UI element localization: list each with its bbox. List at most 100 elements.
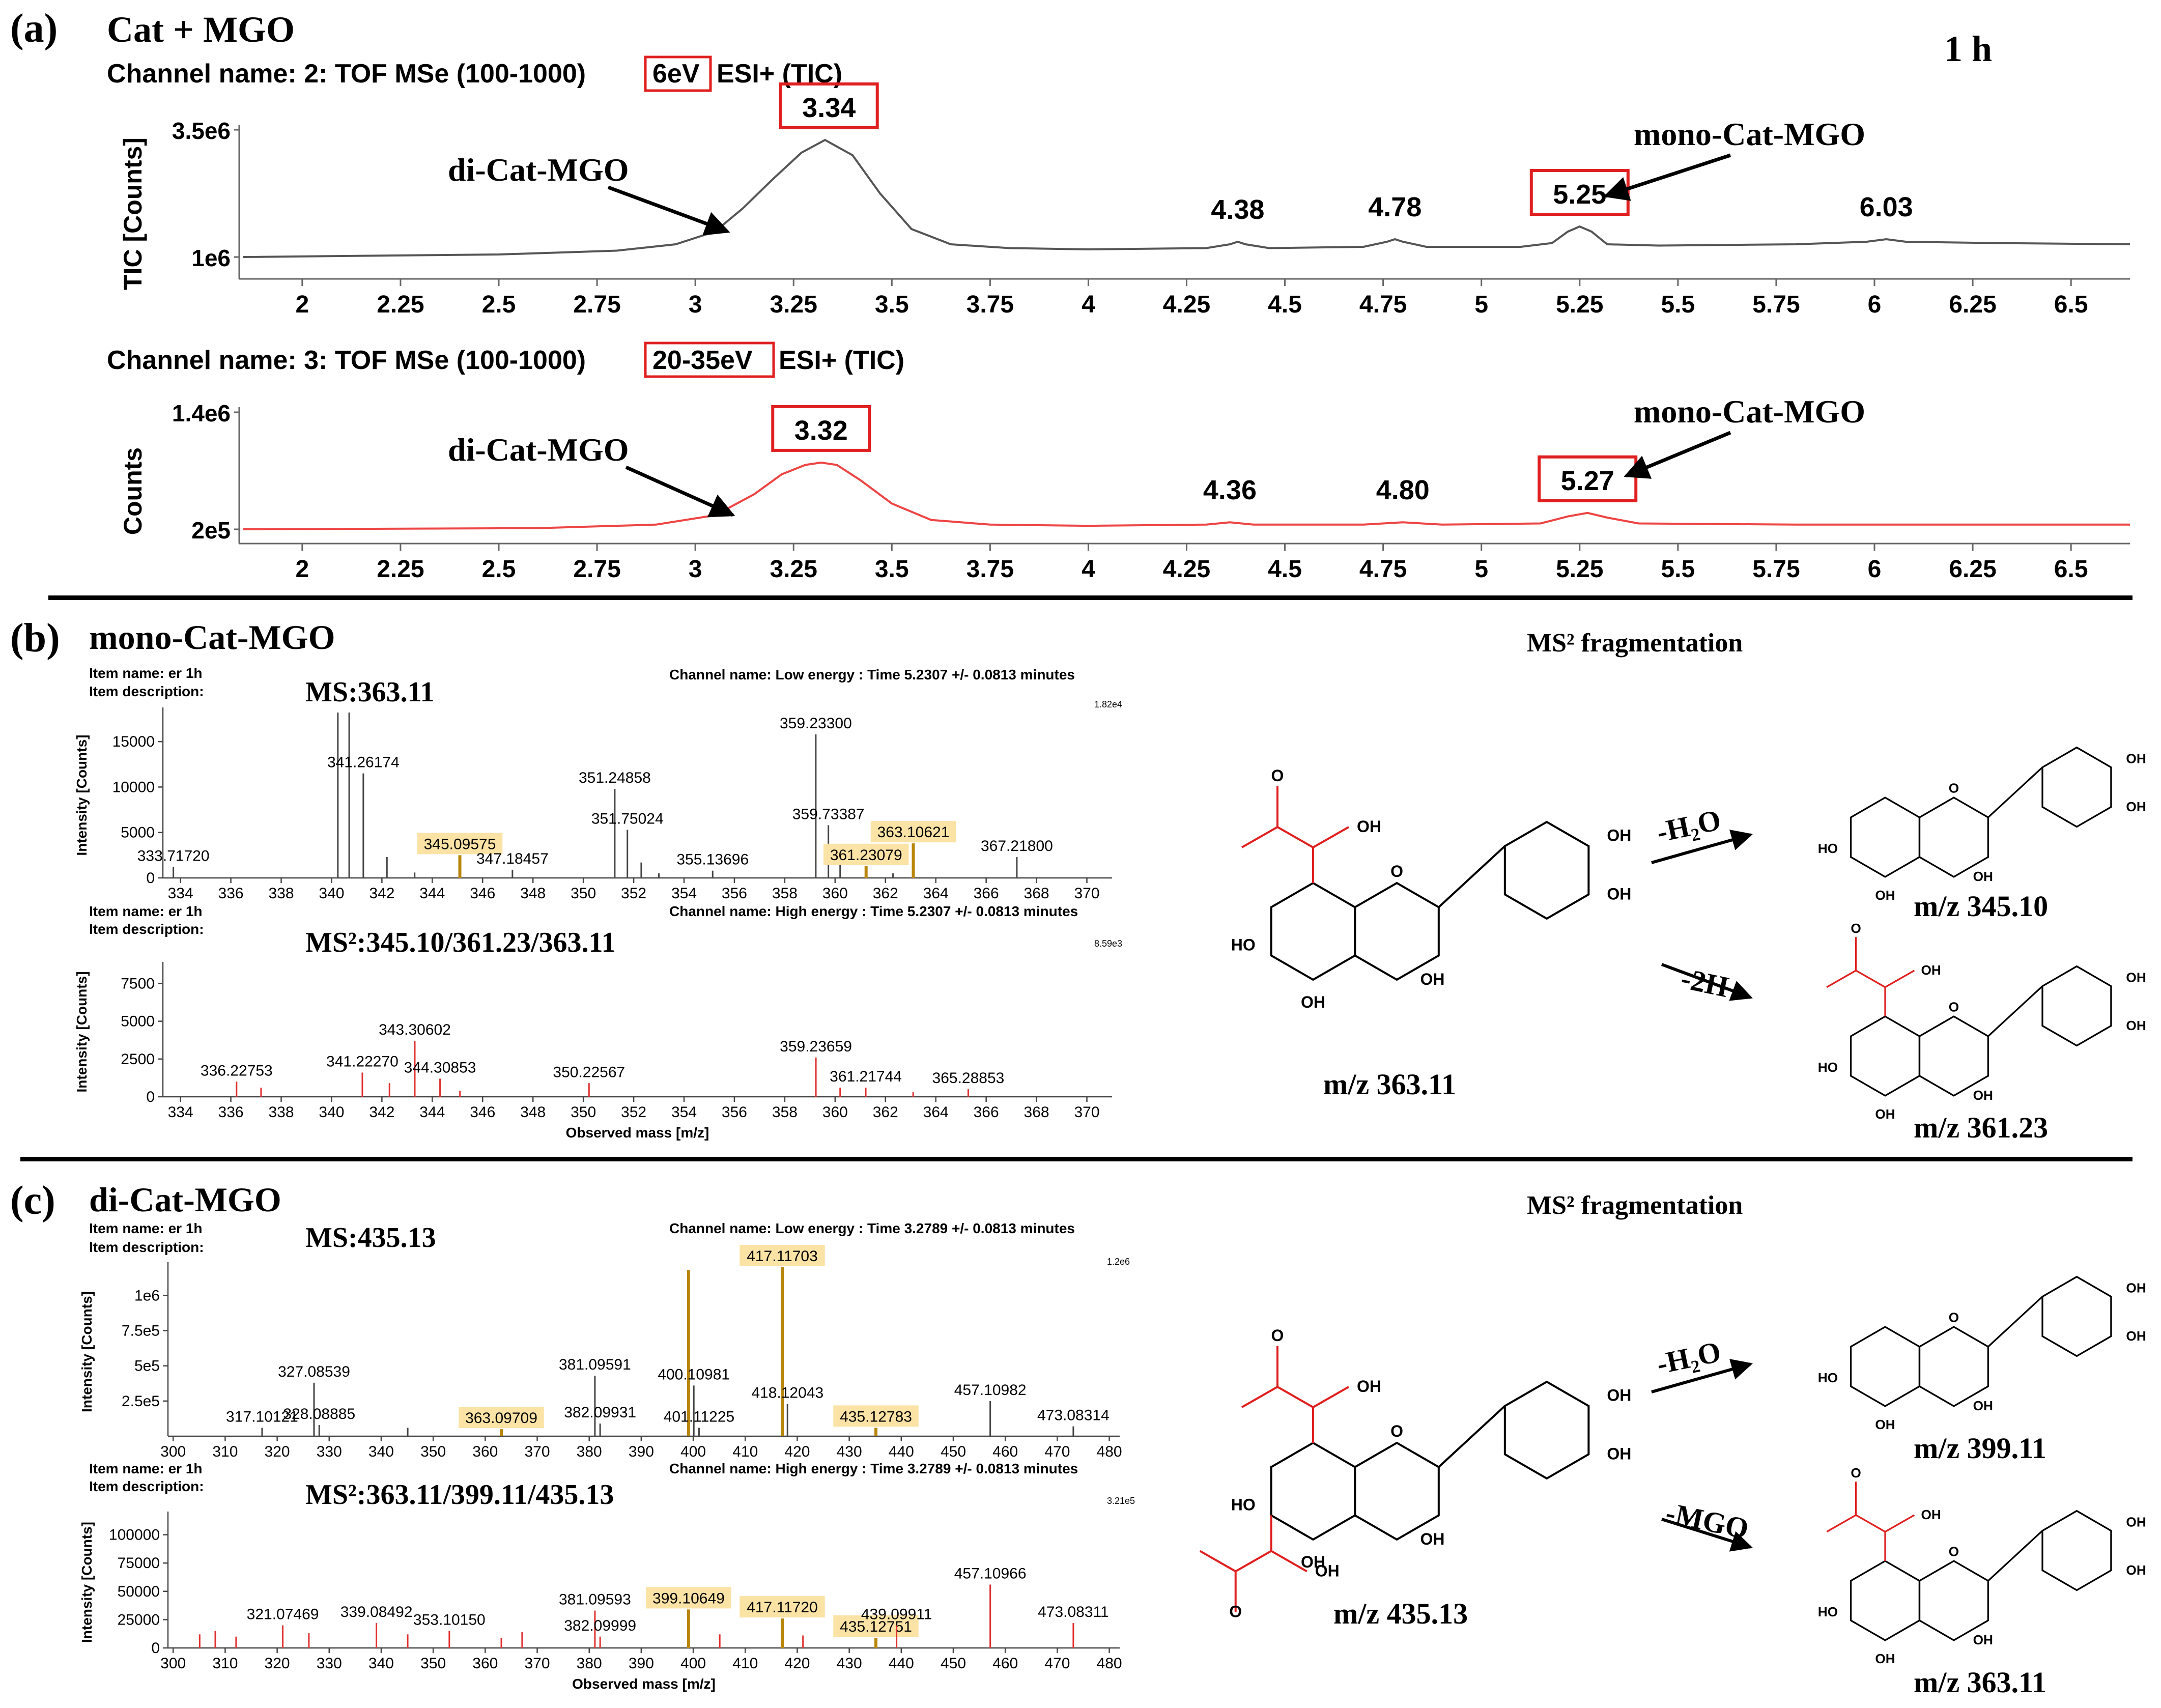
mono-arrow-2 [1624,431,1731,479]
b-item-name-2: Item name: er 1h [89,903,203,919]
x-tick-label: 330 [317,1655,342,1672]
c-loss2: -MGO [1663,1496,1751,1546]
b-scale-low: 1.82e4 [1094,699,1122,709]
y-tick-label: 0 [146,1089,155,1105]
x-tick-label: 352 [621,1104,646,1121]
x-tick-label: 6.5 [2054,556,2088,583]
x-tick-label: 4 [1082,556,1095,583]
peak-label: 3.32 [794,415,848,446]
x-tick-label: 3 [689,556,702,583]
x-tick-label: 4.5 [1268,556,1302,583]
b-item-name: Item name: er 1h [89,665,203,681]
y-tick-label: 3.5e6 [172,118,231,144]
peak-mass-label: 347.18457 [476,850,549,867]
peak-mass-label: 382.09999 [564,1617,636,1634]
channel2-energy-box [644,341,775,378]
x-tick-label: 366 [974,1104,999,1121]
x-tick-label: 368 [1024,885,1049,902]
y-tick-label: 5e5 [134,1358,160,1375]
x-tick-label: 340 [368,1443,394,1460]
channel1-energy: 6eV [652,59,700,89]
x-tick-label: 370 [1074,885,1099,902]
x-tick-label: 362 [873,1104,898,1121]
x-tick-label: 330 [317,1443,342,1460]
atom-label: HO [1818,1604,1838,1619]
x-tick-label: 4.75 [1359,556,1407,583]
c-parent-mz: m/z 435.13 [1333,1597,1468,1630]
atom-label: O [1390,862,1403,880]
ring-bond [2041,965,2112,1047]
x-tick-label: 346 [470,885,495,902]
c-frag-title: MS² fragmentation [1527,1191,1743,1220]
c-scale-high: 3.21e5 [1107,1496,1135,1506]
x-tick-label: 460 [992,1443,1018,1460]
y-tick-label: 1e6 [191,245,231,271]
x-tick-label: 344 [419,1104,445,1121]
peak-mass-label: 382.09931 [564,1404,636,1421]
x-tick-label: 3.5 [875,556,909,583]
atom-label: HO [1818,1370,1838,1385]
b-channel-low: Channel name: Low energy : Time 5.2307 +… [669,667,1075,682]
c-prod2-mz: m/z 363.11 [1914,1666,2046,1699]
atom-label: O [1229,1603,1242,1621]
x-tick-label: 380 [577,1443,602,1460]
x-tick-label: 354 [671,1104,697,1121]
y-tick-label: 7.5e5 [122,1323,160,1340]
channel2-suffix: ESI+ (TIC) [779,346,904,375]
divider-a-b [48,595,2132,600]
mono-arrow-1 [1603,153,1731,201]
y-axis-title: TIC [Counts] [119,137,147,290]
x-tick-label: 354 [671,885,697,902]
c-channel-high: Channel name: High energy : Time 3.2789 … [669,1461,1078,1476]
y-axis-title: Intensity [Counts] [79,1291,95,1412]
ring-bond [1850,1326,1921,1407]
x-tick-label: 356 [722,885,747,902]
atom-label: O [1949,780,1959,795]
b-loss2: -2H [1678,961,1731,1004]
atom-label: OH [1875,888,1895,903]
atom-label: HO [1231,936,1256,954]
x-tick-label: 420 [784,1443,810,1460]
x-tick-label: 344 [419,885,445,902]
ring-bond [2041,1275,2112,1357]
x-tick-label: 350 [420,1443,446,1460]
atom-label: OH [2126,1018,2146,1033]
x-tick-label: 2.5 [482,291,516,318]
c-ms-label: MS:435.13 [305,1222,436,1254]
atom-label: OH [1301,993,1325,1011]
atom-label: OH [1973,1398,1993,1413]
bond [1438,845,1506,908]
mono-label-1: mono-Cat-MGO [1634,116,1865,152]
atom-label: OH [1607,1386,1631,1405]
di-ms2-spectrum: Intensity [Counts]0250005000075000100000… [79,1512,1122,1692]
x-tick-label: 4.25 [1163,291,1210,318]
bond [1885,970,1915,988]
atom-label: OH [1921,1507,1941,1522]
ring-bond [2041,746,2112,828]
x-tick-label: 6.5 [2054,291,2088,318]
peak-mass-label: 381.09591 [559,1356,631,1373]
x-tick-label: 320 [265,1655,290,1672]
ring-bond [1918,1326,1989,1407]
b-item-desc-2: Item description: [89,921,204,937]
x-tick-label: 5.5 [1661,291,1695,318]
x-tick-label: 358 [772,885,798,902]
x-tick-label: 6.25 [1949,291,1996,318]
atom-label: OH [1607,1445,1631,1463]
bond [1270,1550,1307,1573]
b-ms-label: MS:363.11 [305,676,435,708]
y-axis-title: Counts [119,447,147,535]
x-tick-label: 6.25 [1949,556,1996,583]
y-tick-label: 75000 [118,1555,160,1572]
c-ms2-label: MS²:363.11/399.11/435.13 [305,1479,614,1511]
peak-highlight-box [771,405,871,452]
bond [1987,1296,2043,1348]
peak-highlight-box [779,82,879,129]
atom-label: O [1271,1326,1284,1345]
